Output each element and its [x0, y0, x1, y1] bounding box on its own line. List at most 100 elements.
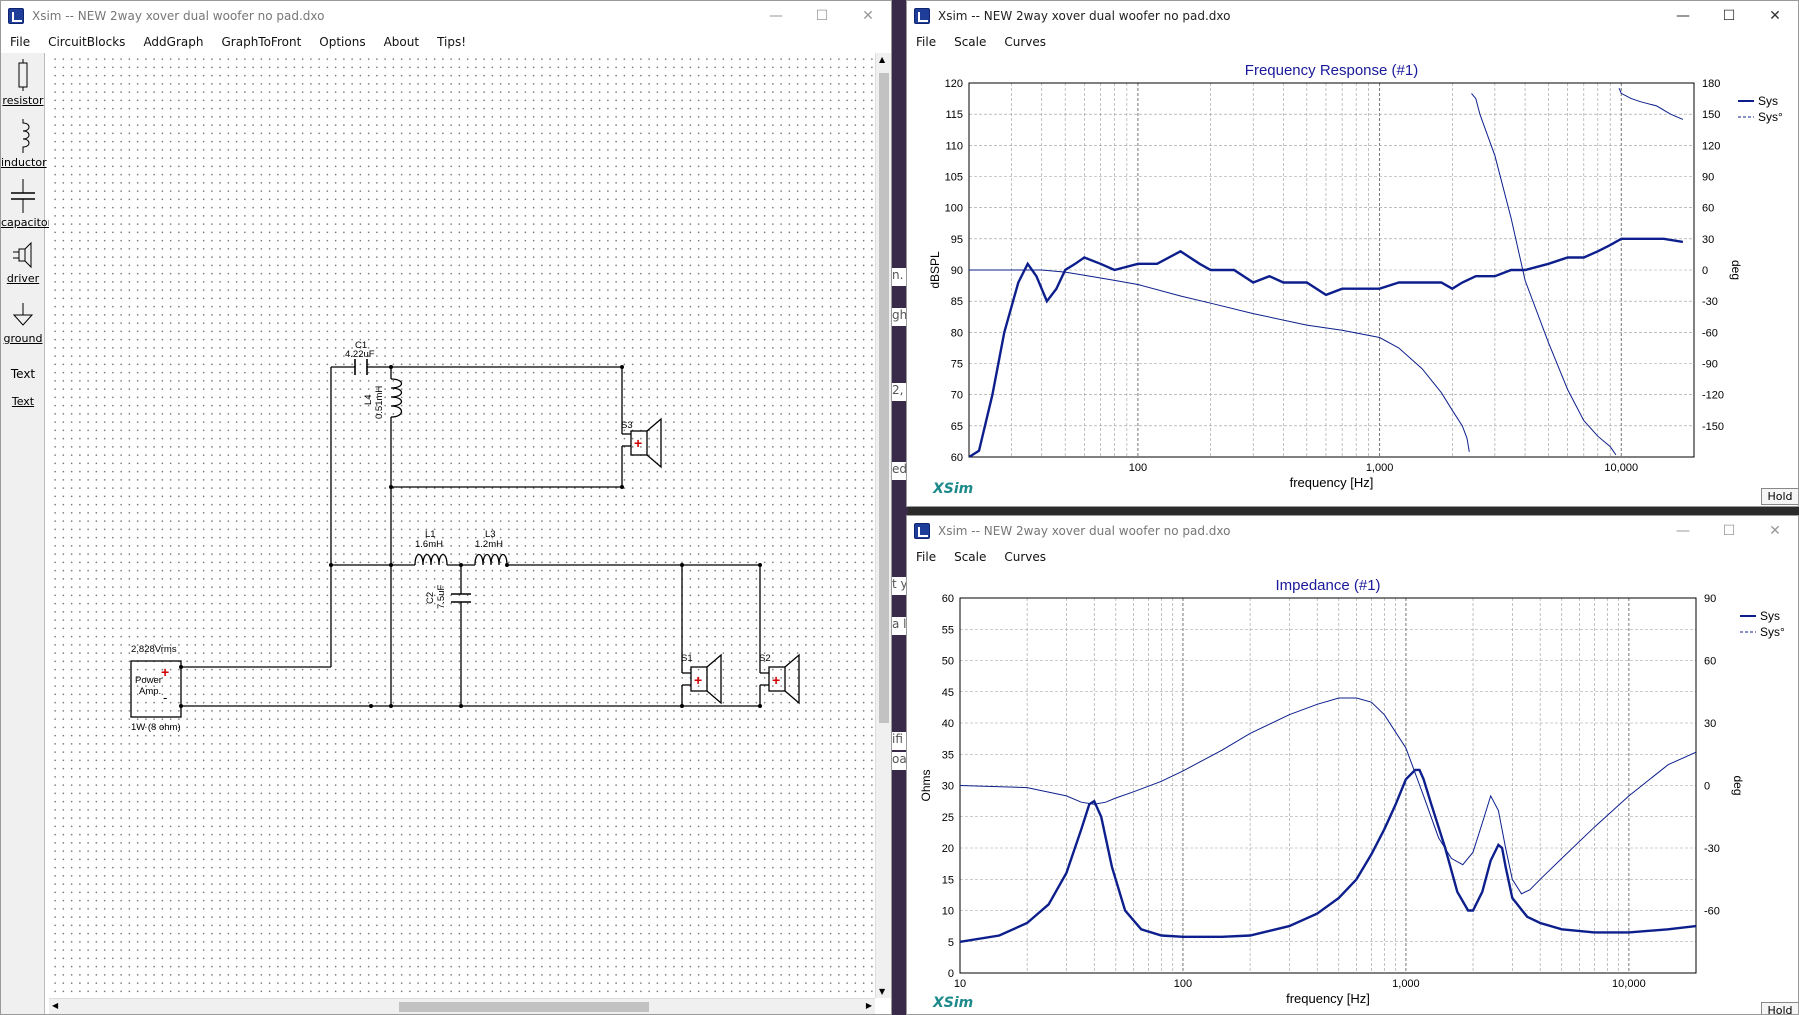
plus-sign-icon: +	[634, 435, 642, 451]
y-tick-label: 85	[951, 296, 963, 308]
junction-dot	[389, 485, 393, 489]
scroll-right-arrow-icon[interactable]: ▶	[865, 1001, 872, 1010]
junction-dot	[505, 563, 509, 567]
y-tick-label: 80	[951, 327, 963, 339]
x-tick-label: 10,000	[1604, 462, 1638, 474]
legend-label-sys-phase: Sys°	[1760, 625, 1785, 639]
close-button[interactable]: ✕	[1769, 8, 1781, 24]
scroll-up-arrow-icon[interactable]: ▲	[879, 55, 886, 64]
tool-driver[interactable]: driver	[1, 241, 45, 285]
y-tick-label: 45	[942, 687, 954, 699]
schematic-titlebar[interactable]: Xsim -- NEW 2way xover dual woofer no pa…	[1, 1, 891, 31]
freq-titlebar[interactable]: Xsim -- NEW 2way xover dual woofer no pa…	[907, 1, 1798, 31]
scroll-left-arrow-icon[interactable]: ◀	[52, 1001, 59, 1010]
y-tick-label: 115	[945, 109, 963, 121]
background-text: gh	[892, 308, 908, 326]
menu-scale[interactable]: Scale	[954, 35, 987, 49]
l4-value: 0.51mH	[374, 386, 385, 419]
hold-button[interactable]: Hold	[1761, 488, 1798, 505]
vertical-scrollbar[interactable]: ▲ ▼	[875, 53, 891, 998]
speaker-icon	[13, 241, 32, 269]
legend-label-sys-phase: Sys°	[1758, 110, 1783, 124]
background-text: ifi	[892, 732, 908, 750]
y-tick-label: 10	[942, 906, 954, 918]
hold-button[interactable]: Hold	[1761, 1002, 1798, 1014]
menu-options[interactable]: Options	[319, 35, 366, 49]
y2-tick-label: 180	[1702, 78, 1720, 90]
s3-driver-body	[630, 430, 648, 456]
y-tick-label: 90	[951, 265, 963, 277]
minimize-button[interactable]: —	[1676, 523, 1690, 539]
xsim-brand: XSim	[933, 995, 974, 1011]
background-text: a li	[892, 617, 908, 635]
menu-addgraph[interactable]: AddGraph	[143, 35, 204, 49]
horizontal-scrollbar[interactable]: ◀ ▶	[49, 998, 875, 1014]
scroll-down-arrow-icon[interactable]: ▼	[879, 987, 886, 996]
maximize-button[interactable]: ☐	[1722, 8, 1736, 24]
series-line-sys	[960, 768, 1696, 943]
vertical-scroll-thumb[interactable]	[879, 73, 889, 723]
tool-label: Text	[10, 367, 36, 381]
junction-dot	[758, 563, 762, 567]
c1-value: 4.22uF	[345, 349, 375, 360]
impedance-chart[interactable]: Impedance (#1)60555045403530252015105090…	[907, 568, 1799, 1015]
horizontal-scroll-thumb[interactable]	[399, 1002, 649, 1012]
menu-file[interactable]: File	[916, 550, 937, 564]
y2-axis-label: deg	[1729, 260, 1743, 280]
menu-file[interactable]: File	[10, 35, 31, 49]
s2-label: S2	[759, 653, 771, 664]
menu-graphtofront[interactable]: GraphToFront	[221, 35, 302, 49]
imp-titlebar[interactable]: Xsim -- NEW 2way xover dual woofer no pa…	[907, 516, 1798, 546]
schematic-canvas[interactable]: + + + + - C1 4.22uF S3 S1 S2 L1 1.6mH L3…	[49, 53, 875, 998]
menu-file[interactable]: File	[916, 35, 937, 49]
junction-dot	[329, 563, 333, 567]
x-axis-label: frequency [Hz]	[1286, 991, 1370, 1006]
background-text: t y	[892, 577, 908, 595]
y2-tick-label: 0	[1704, 781, 1710, 793]
tool-label: Text	[11, 395, 35, 408]
junction-dot	[459, 563, 463, 567]
menu-curves[interactable]: Curves	[1004, 550, 1047, 564]
junction-dot	[369, 704, 373, 708]
menu-curves[interactable]: Curves	[1004, 35, 1047, 49]
close-button[interactable]: ✕	[862, 8, 874, 24]
menu-tips[interactable]: Tips!	[437, 35, 467, 49]
tool-inductor[interactable]: inductor	[1, 119, 47, 169]
y-tick-label: 70	[951, 390, 963, 402]
tool-ground[interactable]: ground	[1, 303, 45, 345]
l3-coil	[474, 553, 508, 566]
plus-sign-icon: +	[694, 672, 702, 688]
x-axis-label: frequency [Hz]	[1290, 475, 1374, 490]
y-tick-label: 105	[945, 172, 963, 184]
xsim-app-icon	[914, 523, 930, 539]
y2-tick-label: 30	[1702, 234, 1714, 246]
tool-resistor[interactable]: resistor	[1, 59, 45, 107]
minimize-button[interactable]: —	[1676, 8, 1690, 24]
tool-capacitor[interactable]: capacitor	[1, 179, 53, 229]
menu-about[interactable]: About	[383, 35, 420, 49]
maximize-button[interactable]: ☐	[815, 8, 829, 24]
maximize-button[interactable]: ☐	[1722, 523, 1736, 539]
power-amp-box	[130, 660, 182, 718]
plus-sign-icon: +	[772, 672, 780, 688]
amp-label-line2: Amp.	[139, 686, 161, 697]
tool-label: capacitor	[1, 216, 53, 229]
menu-scale[interactable]: Scale	[954, 550, 987, 564]
minimize-button[interactable]: —	[769, 8, 783, 24]
y-tick-label: 50	[942, 656, 954, 668]
tool-text-plain[interactable]: Text	[1, 367, 45, 381]
circuit-diagram: + + + + - C1 4.22uF S3 S1 S2 L1 1.6mH L3…	[130, 340, 800, 733]
junction-dot	[620, 485, 624, 489]
frequency-response-chart[interactable]: Frequency Response (#1)12011511010510095…	[907, 53, 1799, 507]
l1-name: L1	[425, 529, 436, 540]
menu-circuitblocks[interactable]: CircuitBlocks	[48, 35, 126, 49]
s3-label: S3	[621, 420, 633, 431]
ground-icon	[12, 303, 34, 326]
s1-label: S1	[681, 653, 693, 664]
background-text: 2,	[892, 383, 908, 401]
close-button[interactable]: ✕	[1769, 523, 1781, 539]
tool-text-underlined[interactable]: Text	[1, 395, 45, 408]
junction-dot	[389, 563, 393, 567]
tool-label: resistor	[2, 94, 44, 107]
imp-window-title: Xsim -- NEW 2way xover dual woofer no pa…	[938, 524, 1231, 538]
